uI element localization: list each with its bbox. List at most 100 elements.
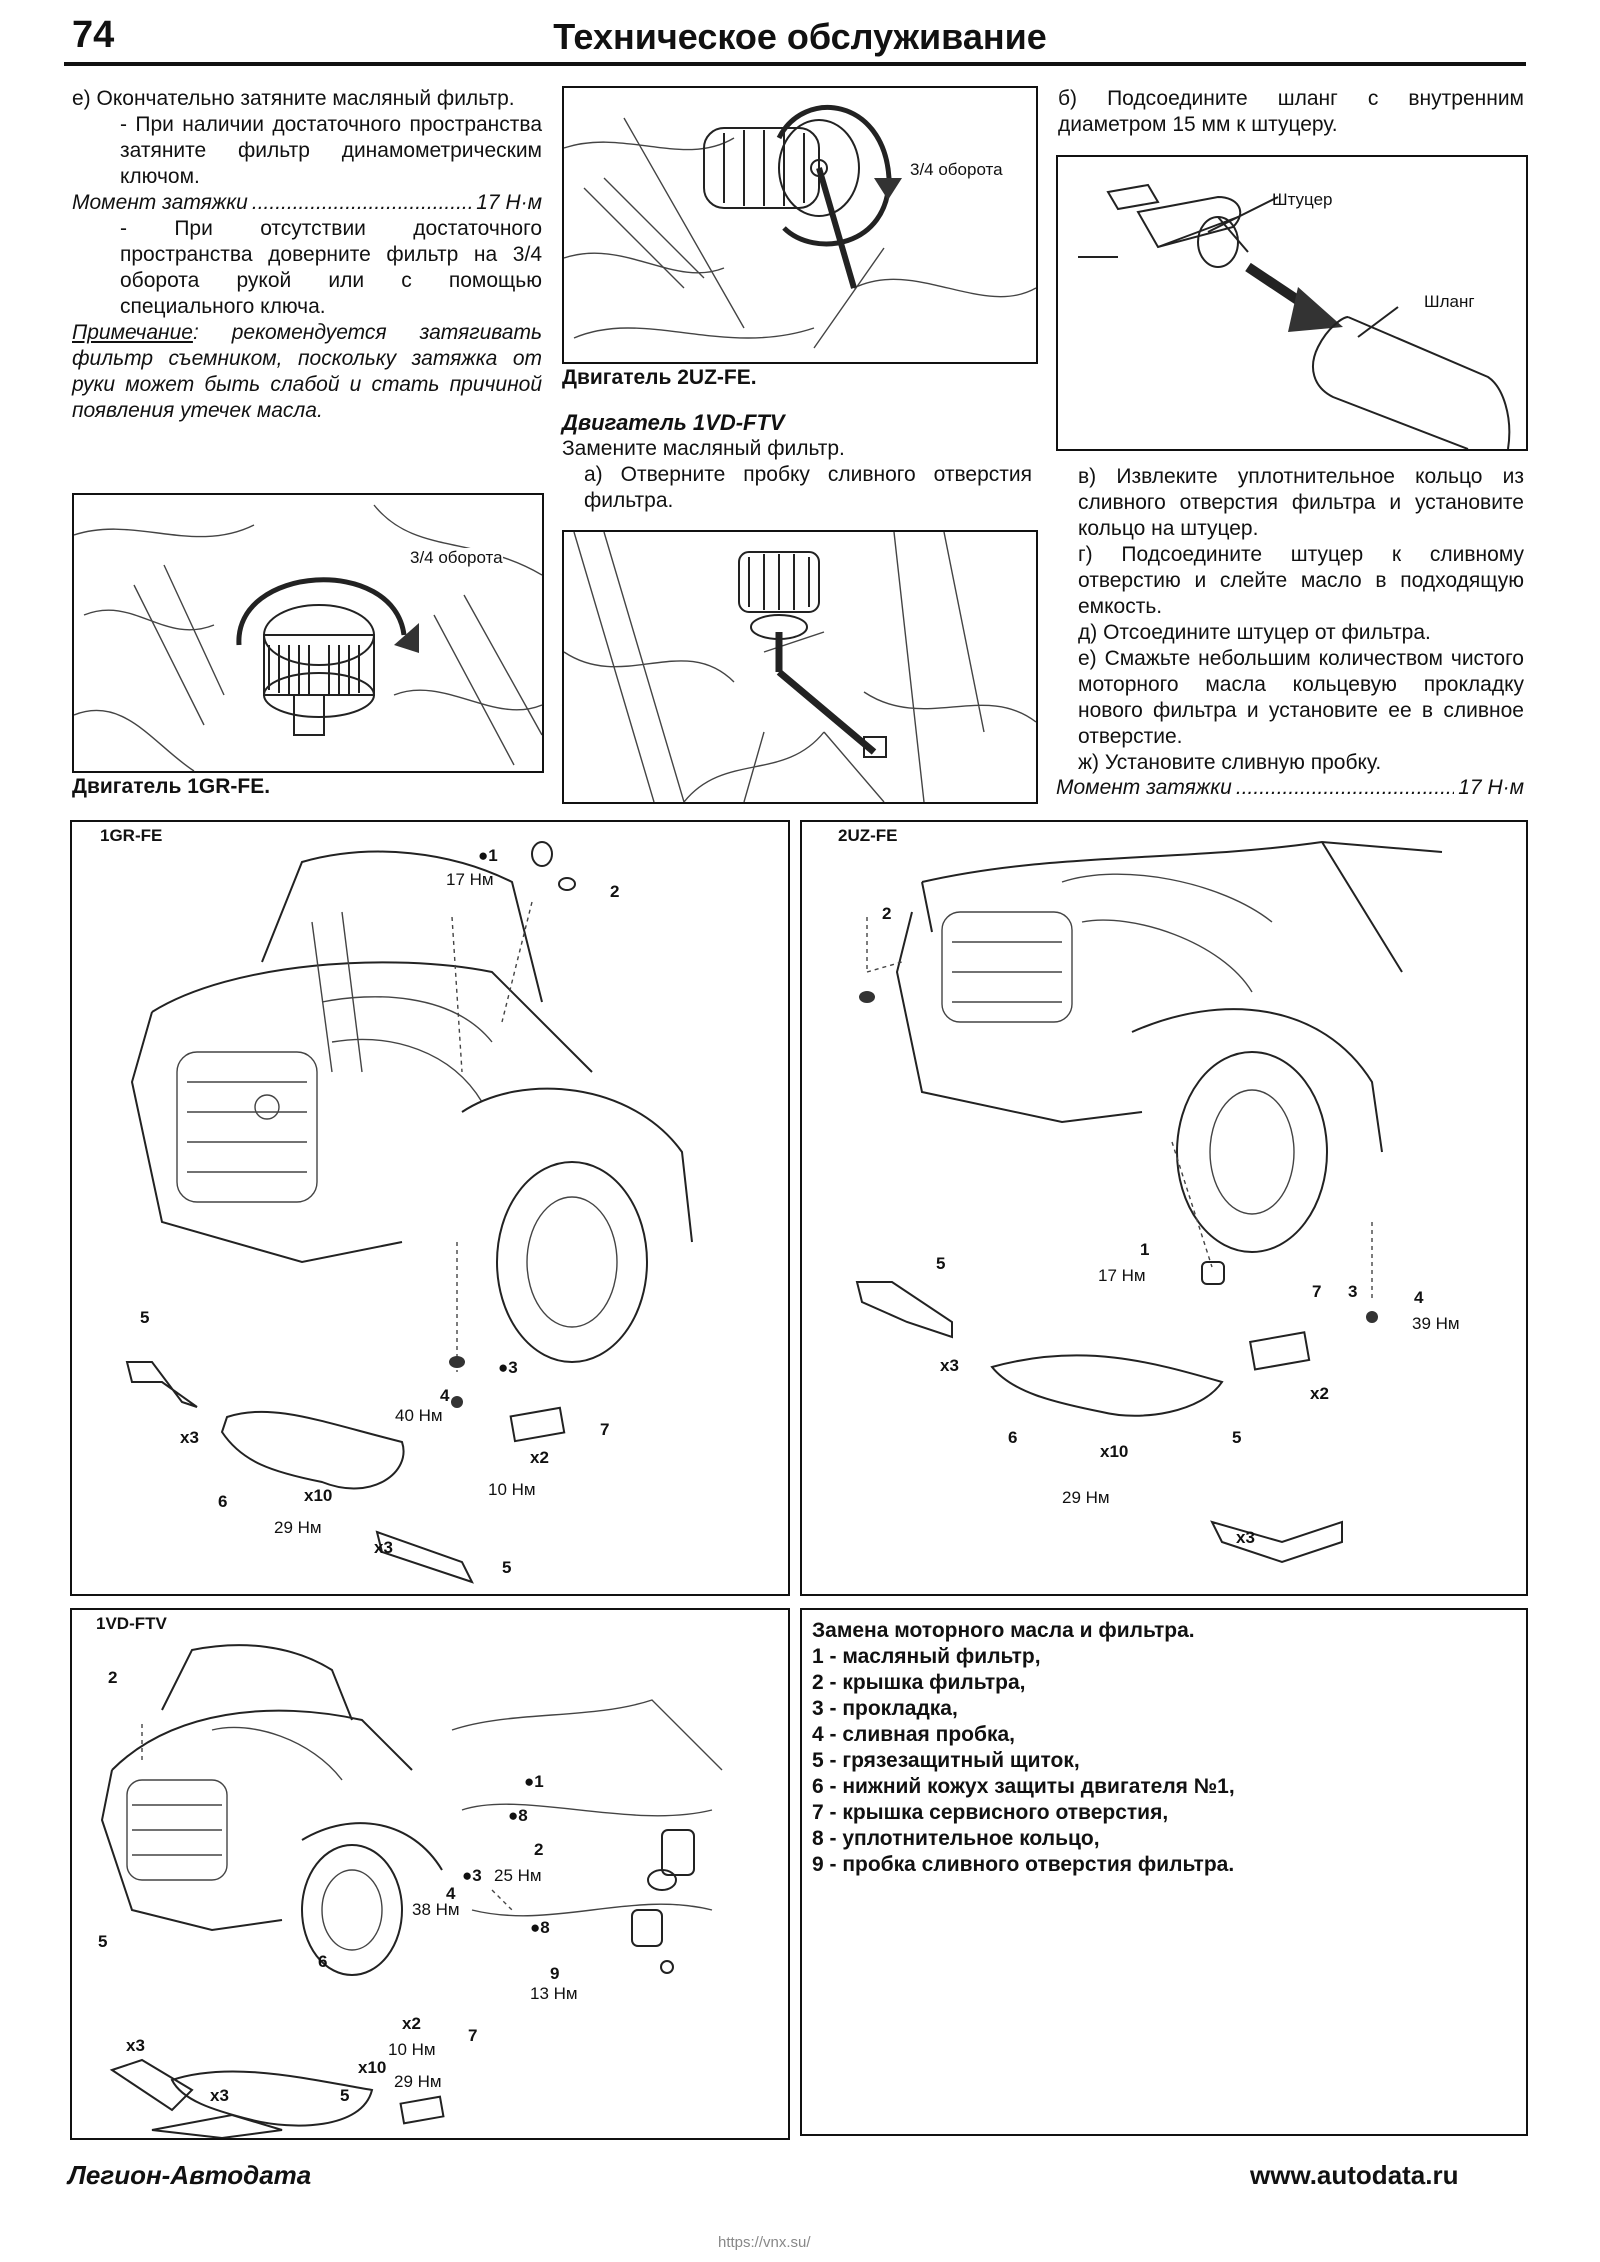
callout-2a-1vd: 2	[108, 1668, 118, 1687]
legend-item: 9 - пробка сливного отверстия фильтра.	[812, 1853, 1235, 1876]
count-x10: x10	[304, 1486, 333, 1505]
fig-1gr-caption: Двигатель 1GR-FE.	[72, 775, 271, 798]
callout-5b-1vd: 5	[340, 2086, 350, 2105]
callout-4-1vd: 4	[446, 1884, 456, 1903]
legend-item: 7 - крышка сервисного отверстия,	[812, 1801, 1169, 1824]
middle-column-text: Двигатель 1VD-FTV Замените масляный филь…	[562, 410, 1032, 514]
fig-2uz-caption: Двигатель 2UZ-FE.	[562, 366, 757, 389]
legend-title: Замена моторного масла и фильтра.	[812, 1619, 1195, 1642]
count-x2: x2	[530, 1448, 549, 1467]
filter-wrench-illustration-2uz	[564, 104, 1036, 349]
legend-item: 4 - сливная пробка,	[812, 1723, 1015, 1746]
callout-1: ●1	[478, 846, 498, 865]
callout-6: 6	[218, 1492, 228, 1511]
torque-spec-right: Момент затяжки 17 Н·м	[1056, 775, 1524, 801]
legend-item: 6 - нижний кожух защиты двигателя №1,	[812, 1775, 1235, 1798]
figure-1gr-filter	[72, 493, 544, 773]
step-g-text: г) Подсоедините штуцер к сливному отверс…	[1078, 543, 1524, 618]
callout-7: 7	[600, 1420, 610, 1439]
callout-5b: 5	[502, 1558, 512, 1577]
torque-38nm-1vd: 38 Нм	[412, 1900, 460, 1919]
note-label: Примечание	[72, 321, 193, 344]
website-link[interactable]: www.autodata.ru	[1250, 2160, 1459, 2190]
step-b-text: б) Подсоедините шланг с внутренним диаме…	[1058, 87, 1524, 136]
callout-3: ●3	[498, 1358, 518, 1377]
torque-25nm-1vd: 25 Нм	[494, 1866, 542, 1885]
note-text: : рекомендуется затягивать фильтр съемни…	[72, 321, 542, 422]
legend-item: 5 - грязезащитный щиток,	[812, 1749, 1080, 1772]
callout-1-1vd: ●1	[524, 1772, 544, 1791]
right-column-steps: в) Извлеките уплотнительное кольцо из сл…	[1078, 464, 1524, 776]
callout-4: 4	[440, 1386, 450, 1405]
diagram-1gr-title: 1GR-FE	[100, 826, 163, 845]
figure-2uz-filter	[562, 86, 1038, 364]
callout-3-2uz: 3	[1348, 1282, 1358, 1301]
step-e-text: е) Окончательно затяните масляный фильтр…	[72, 87, 515, 110]
torque-29nm-1vd: 29 Нм	[394, 2072, 442, 2091]
vehicle-underbody-diagram-1vd	[100, 1644, 723, 2138]
callout-2-2uz: 2	[882, 904, 892, 923]
count-x3a: x3	[180, 1428, 199, 1447]
callout-8b-1vd: ●8	[530, 1918, 550, 1937]
page-title: Техническое обслуживание	[553, 16, 1047, 57]
callout-5a-2uz: 5	[936, 1254, 946, 1273]
torque-10nm: 10 Нм	[488, 1480, 536, 1499]
torque-29nm: 29 Нм	[274, 1518, 322, 1537]
figure-hose-fitting	[1056, 155, 1528, 451]
callout-6-1vd: 6	[318, 1952, 328, 1971]
sub-step-no-space: - При отсутствии достаточного пространст…	[120, 217, 542, 318]
page-number: 74	[72, 14, 115, 56]
torque-39nm-2uz: 39 Нм	[1412, 1314, 1460, 1333]
vehicle-underbody-diagram-1gr	[125, 841, 693, 1584]
diagram-2uz-fe	[800, 820, 1528, 1596]
step-a-text: а) Отверните пробку сливного отверстия ф…	[584, 463, 1032, 512]
diagram-1vd-title: 1VD-FTV	[96, 1614, 167, 1633]
torque-17nm: 17 Нм	[446, 870, 494, 889]
callout-6-2uz: 6	[1008, 1428, 1018, 1447]
legend-item: 3 - прокладка,	[812, 1697, 958, 1720]
callout-1-2uz: 1	[1140, 1240, 1150, 1259]
fig-1gr-turn-label: 3/4 оборота	[410, 548, 503, 568]
count-x2-1vd: x2	[402, 2014, 421, 2033]
hose-label: Шланг	[1424, 292, 1475, 311]
callout-7-2uz: 7	[1312, 1282, 1322, 1301]
legend-item: 8 - уплотнительное кольцо,	[812, 1827, 1100, 1850]
torque-13nm-1vd: 13 Нм	[530, 1984, 578, 2003]
callout-8a-1vd: ●8	[508, 1806, 528, 1825]
legend-box: Замена моторного масла и фильтра. 1 - ма…	[800, 1608, 1528, 2136]
step-d-text: д) Отсоедините штуцер от фильтра.	[1078, 621, 1431, 644]
callout-2: 2	[610, 882, 620, 901]
intro-text: Замените масляный фильтр.	[562, 437, 845, 460]
diagram-1vd-ftv	[70, 1608, 790, 2140]
torque-29nm-2uz: 29 Нм	[1062, 1488, 1110, 1507]
source-watermark: https://vnx.su/	[718, 2234, 811, 2251]
callout-5a-1vd: 5	[98, 1932, 108, 1951]
section-1vd-title: Двигатель 1VD-FTV	[562, 410, 785, 435]
torque-spec: Момент затяжки 17 Н·м	[72, 190, 542, 216]
step-e2-text: е) Смажьте небольшим количеством чистого…	[1078, 647, 1524, 748]
callout-2b-1vd: 2	[534, 1840, 544, 1859]
callout-9-1vd: 9	[550, 1964, 560, 1983]
hose-fitting-illustration	[1078, 183, 1511, 449]
torque-label-right: Момент затяжки	[1056, 776, 1232, 799]
count-x3a-2uz: x3	[940, 1356, 959, 1375]
diagram-1gr-fe	[70, 820, 790, 1596]
torque-leader-right	[1236, 775, 1454, 801]
filter-wrench-illustration	[74, 504, 542, 771]
callout-4-2uz: 4	[1414, 1288, 1424, 1307]
torque-17nm-2uz: 17 Нм	[1098, 1266, 1146, 1285]
drain-plug-illustration	[564, 532, 1036, 802]
count-x3b: x3	[374, 1538, 393, 1557]
diagram-2uz-title: 2UZ-FE	[838, 826, 898, 845]
sub-step-with-space: - При наличии достаточного пространства …	[120, 113, 542, 188]
fitting-label: Штуцер	[1272, 190, 1333, 209]
torque-40nm: 40 Нм	[395, 1406, 443, 1425]
count-x10-1vd: x10	[358, 2058, 387, 2077]
left-column-text: е) Окончательно затяните масляный фильтр…	[72, 86, 542, 424]
torque-10nm-1vd: 10 Нм	[388, 2040, 436, 2059]
step-zh-text: ж) Установите сливную пробку.	[1078, 751, 1382, 774]
publisher-name: Легион-Автодата	[68, 2160, 312, 2190]
callout-5a: 5	[140, 1308, 150, 1327]
torque-value: 17 Н·м	[476, 191, 542, 214]
callout-5b-2uz: 5	[1232, 1428, 1242, 1447]
